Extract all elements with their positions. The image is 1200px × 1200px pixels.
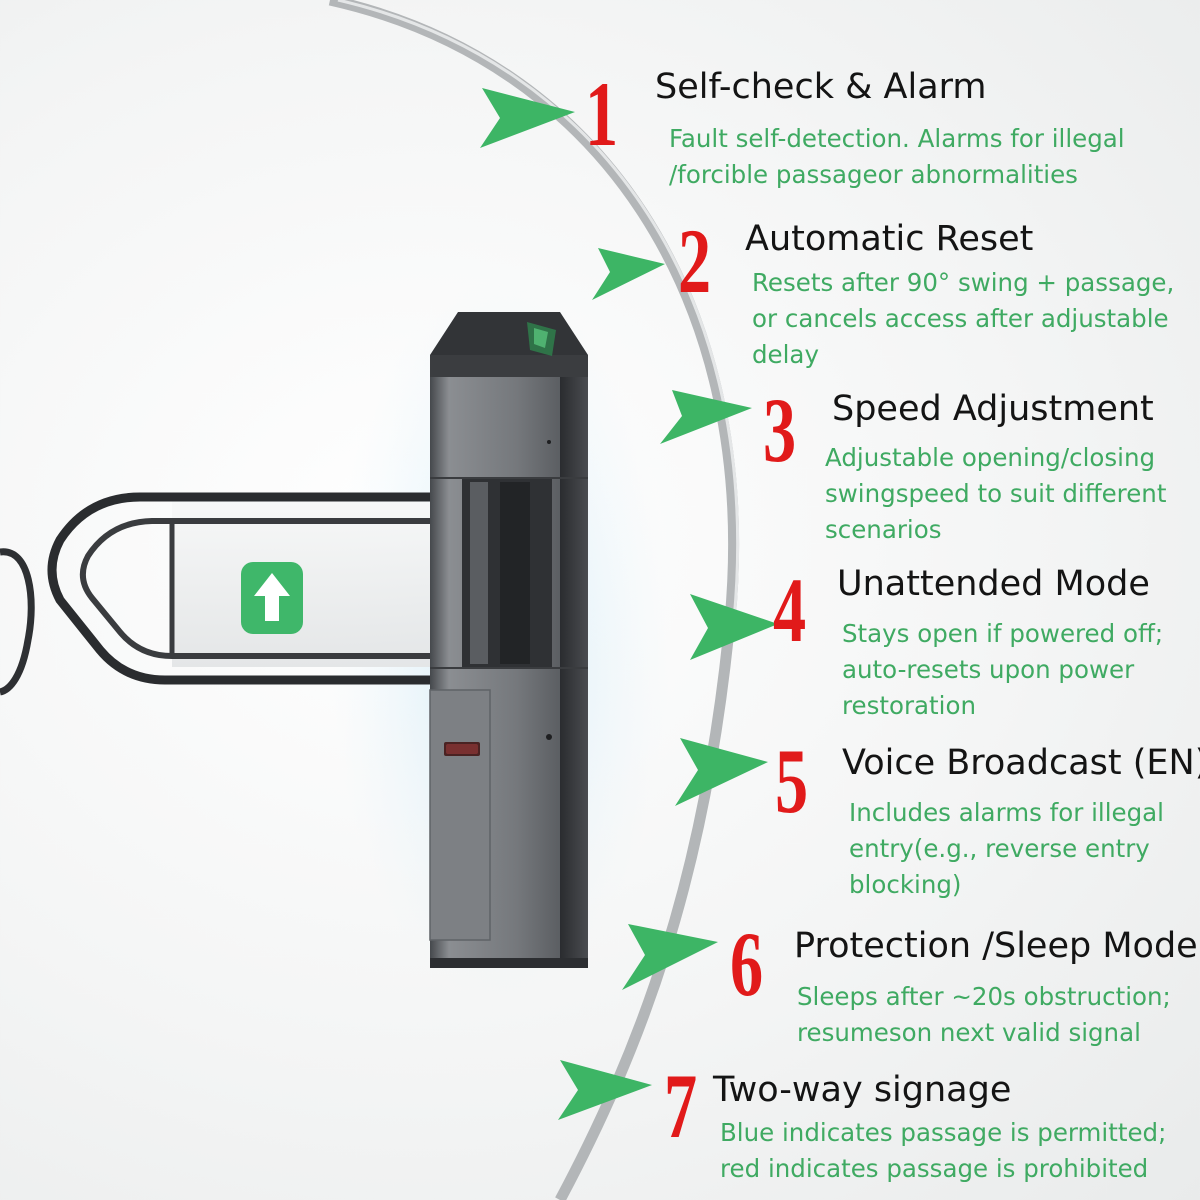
green-arrowhead-icon [622, 924, 718, 990]
description-line: Resets after 90° swing + passage, [752, 268, 1175, 297]
green-arrowhead-icon [558, 1060, 652, 1120]
feature-number: 4 [773, 559, 807, 661]
feature-title: Automatic Reset [745, 219, 1034, 259]
description-line: delay [752, 340, 819, 369]
green-arrowhead-icon [690, 594, 778, 660]
description-line: entry(e.g., reverse entry [849, 834, 1150, 863]
feature-description: Includes alarms for illegal entry(e.g., … [849, 795, 1164, 903]
feature-title: Protection /Sleep Mode [794, 926, 1198, 966]
swing-arm [47, 492, 475, 685]
feature-title: Self-check & Alarm [655, 67, 987, 107]
green-arrowhead-icon [480, 88, 575, 148]
description-line: resumeson next valid signal [797, 1018, 1141, 1047]
description-line: /forcible passageor abnormalities [669, 160, 1078, 189]
feature-title: Speed Adjustment [832, 389, 1154, 429]
description-line: Adjustable opening/closing [825, 443, 1156, 472]
green-arrowhead-icon [675, 738, 768, 806]
turnstile-pillar [429, 312, 588, 968]
feature-number: 7 [664, 1055, 698, 1157]
feature-title: Two-way signage [713, 1070, 1012, 1110]
feature-number: 5 [775, 730, 809, 832]
description-line: Stays open if powered off; [842, 619, 1164, 648]
feature-number: 1 [585, 63, 619, 165]
up-arrow-icon [241, 562, 303, 634]
feature-description: Sleeps after ~20s obstruction; resumeson… [797, 979, 1171, 1051]
feature-number: 3 [763, 379, 797, 481]
green-arrowhead-icon [592, 248, 665, 300]
partial-gate-arm [0, 548, 35, 696]
description-line: Fault self-detection. Alarms for illegal [669, 124, 1125, 153]
feature-title: Unattended Mode [837, 564, 1150, 604]
decorative-arc [328, 0, 739, 1200]
description-line: Sleeps after ~20s obstruction; [797, 982, 1171, 1011]
description-line: auto-resets upon power [842, 655, 1135, 684]
feature-number: 6 [730, 913, 764, 1015]
feature-number: 2 [678, 210, 712, 312]
green-arrowhead-icon [660, 390, 752, 444]
description-line: Includes alarms for illegal [849, 798, 1164, 827]
feature-description: Resets after 90° swing + passage, or can… [752, 265, 1174, 373]
feature-description: Fault self-detection. Alarms for illegal… [669, 121, 1125, 193]
description-line: Blue indicates passage is permitted; [720, 1118, 1167, 1147]
feature-description: Blue indicates passage is permitted; red… [720, 1115, 1166, 1187]
description-line: restoration [842, 691, 976, 720]
description-line: blocking) [849, 870, 962, 899]
description-line: red indicates passage is prohibited [720, 1154, 1149, 1183]
feature-title: Voice Broadcast (EN) [842, 743, 1200, 783]
description-line: swingspeed to suit different [825, 479, 1167, 508]
description-line: or cancels access after adjustable [752, 304, 1169, 333]
feature-description: Stays open if powered off; auto-resets u… [842, 616, 1163, 724]
description-line: scenarios [825, 515, 942, 544]
feature-description: Adjustable opening/closing swingspeed to… [825, 440, 1166, 548]
